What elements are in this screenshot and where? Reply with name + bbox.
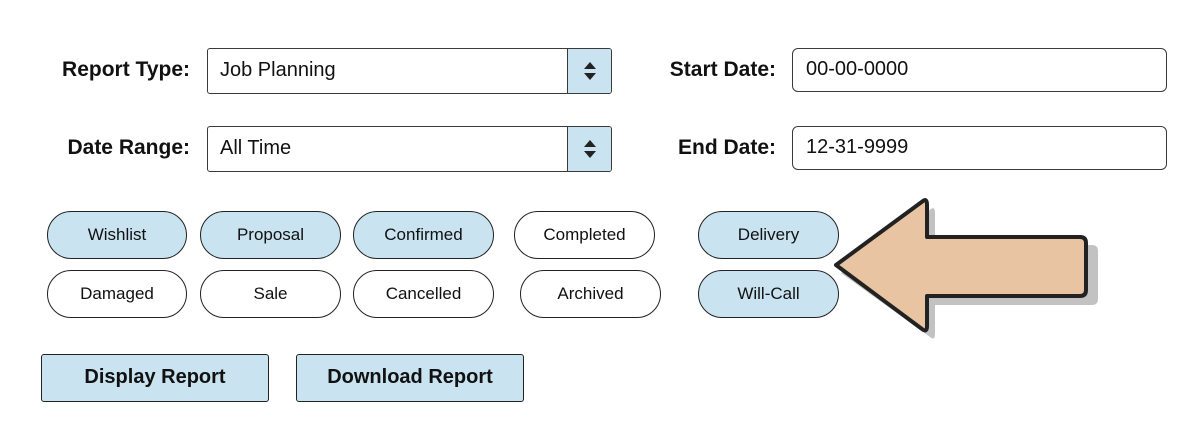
download-report-button[interactable]: Download Report [296, 354, 524, 402]
filter-pill-archived[interactable]: Archived [520, 270, 661, 318]
end-date-field[interactable]: 12-31-9999 [792, 126, 1167, 170]
end-date-label: End Date: [677, 136, 776, 159]
date-range-label: Date Range: [67, 136, 190, 159]
up-down-stepper-icon[interactable] [567, 49, 611, 93]
filter-pill-confirmed[interactable]: Confirmed [353, 211, 494, 259]
up-down-stepper-icon[interactable] [567, 127, 611, 171]
date-range-select[interactable]: All Time [207, 126, 612, 172]
report-type-label: Report Type: [62, 58, 190, 81]
filter-pill-cancelled[interactable]: Cancelled [353, 270, 494, 318]
filter-pill-delivery[interactable]: Delivery [698, 211, 839, 259]
report-type-value: Job Planning [220, 59, 336, 81]
arrow-shape [834, 198, 1088, 333]
arrow-shadow [841, 208, 1098, 339]
filter-pill-proposal[interactable]: Proposal [200, 211, 341, 259]
filter-pill-damaged[interactable]: Damaged [47, 270, 187, 318]
filter-pill-will-call[interactable]: Will-Call [698, 270, 839, 318]
report-type-select[interactable]: Job Planning [207, 48, 612, 94]
filter-pill-completed[interactable]: Completed [514, 211, 655, 259]
filter-pill-wishlist[interactable]: Wishlist [47, 211, 187, 259]
display-report-button[interactable]: Display Report [41, 354, 269, 402]
start-date-label: Start Date: [669, 58, 776, 81]
filter-pill-sale[interactable]: Sale [200, 270, 341, 318]
date-range-value: All Time [220, 137, 292, 159]
start-date-field[interactable]: 00-00-0000 [792, 48, 1167, 92]
